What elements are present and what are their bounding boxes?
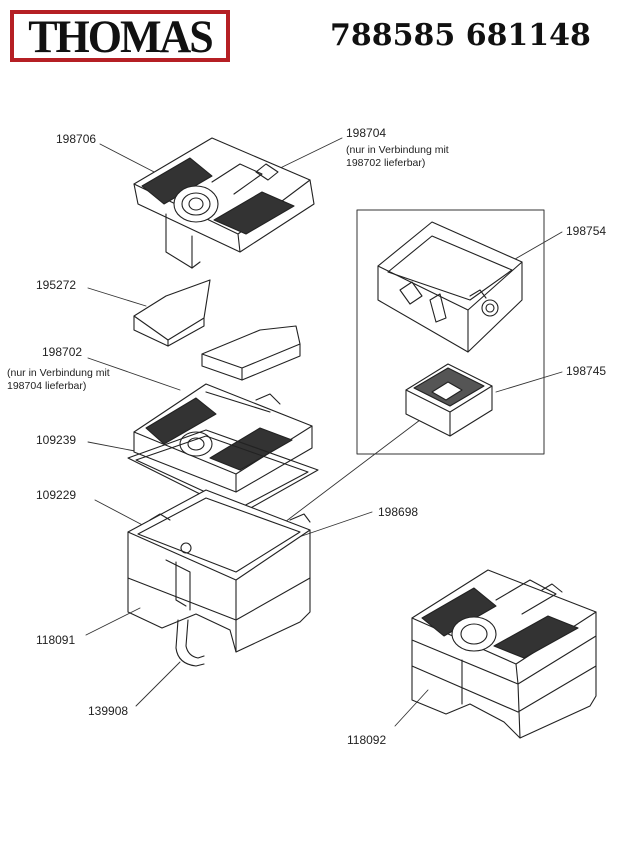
detail-frame	[357, 210, 544, 454]
thomas-logo: THOMAS	[10, 10, 230, 62]
part-198702-tray	[134, 384, 312, 492]
label-118091: 118091	[36, 633, 76, 647]
label-139908: 139908	[88, 704, 129, 718]
label-198698: 198698	[378, 505, 419, 519]
brand-name: THOMAS	[28, 10, 214, 62]
filter-block-2	[202, 326, 300, 380]
label-198704: 198704	[346, 126, 387, 140]
label-195272: 195272	[36, 278, 77, 292]
label-198754: 198754	[566, 224, 607, 238]
label-109229: 109229	[36, 488, 77, 502]
label-118092: 118092	[347, 733, 387, 747]
note-198702-line1: (nur in Verbindung mit	[7, 367, 110, 379]
label-198706: 198706	[56, 132, 97, 146]
note-198704-line1: (nur in Verbindung mit	[346, 144, 449, 156]
part-195272-block	[134, 280, 210, 346]
note-198702-line2: 198704 lieferbar)	[7, 380, 87, 392]
part-198698-tank	[128, 490, 310, 652]
part-198706-lid	[134, 138, 314, 268]
part-198745-filter	[406, 364, 492, 436]
part-numbers-heading: 788585 681148	[330, 18, 591, 53]
label-198745: 198745	[566, 364, 607, 378]
part-198754-insert	[378, 222, 522, 352]
part-118092-assembly	[412, 570, 596, 738]
label-109239: 109239	[36, 433, 77, 447]
part-139908-hose	[176, 620, 204, 666]
label-198702: 198702	[42, 345, 83, 359]
note-198704-line2: 198702 lieferbar)	[346, 157, 426, 169]
